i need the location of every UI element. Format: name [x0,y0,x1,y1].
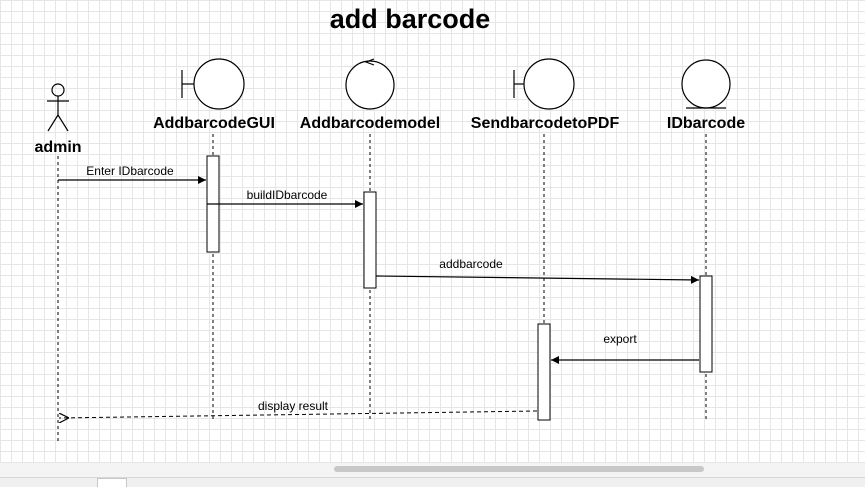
activation-bar [363,191,377,289]
lifeline-label: AddbarcodeGUI [153,115,275,132]
scrollbar-thumb[interactable] [334,466,704,472]
diagram-title: add barcode [330,4,491,34]
actor-admin[interactable]: admin [34,83,82,443]
lifeline-label: Addbarcodemodel [300,115,440,132]
message-display-result[interactable]: display result [59,399,538,418]
page-tab[interactable] [97,478,127,487]
message-label: display result [258,399,329,413]
message-arrow [59,410,538,418]
lifeline-label: SendbarcodetoPDF [471,115,620,132]
message-export[interactable]: export [551,332,699,364]
lifeline-addbarcodemodel[interactable]: Addbarcodemodel [300,58,440,420]
message-label: buildIDbarcode [247,188,328,202]
activation-bar [537,323,551,421]
actor-label: admin [34,139,81,156]
entity-icon [681,59,731,109]
message-enter-idbarcode[interactable]: Enter IDbarcode [58,164,206,184]
lifeline-sendbarcodetopdf[interactable]: SendbarcodetoPDF [471,58,620,421]
message-buildidbarcode[interactable]: buildIDbarcode [207,188,363,208]
page-tabs-bar [0,477,865,487]
boundary-icon [181,58,245,110]
message-addbarcode[interactable]: addbarcode [375,257,700,284]
lifeline-idbarcode[interactable]: IDbarcode [667,59,745,420]
message-arrow [375,275,700,284]
message-label: addbarcode [439,257,503,271]
stick-figure-icon [47,83,69,132]
control-icon [345,58,395,110]
message-label: Enter IDbarcode [86,164,174,178]
lifeline-label: IDbarcode [667,115,745,132]
lifeline-addbarcodegui[interactable]: AddbarcodeGUI [153,58,275,420]
boundary-icon [513,58,575,110]
activation-bar [699,275,713,373]
message-label: export [603,332,637,346]
